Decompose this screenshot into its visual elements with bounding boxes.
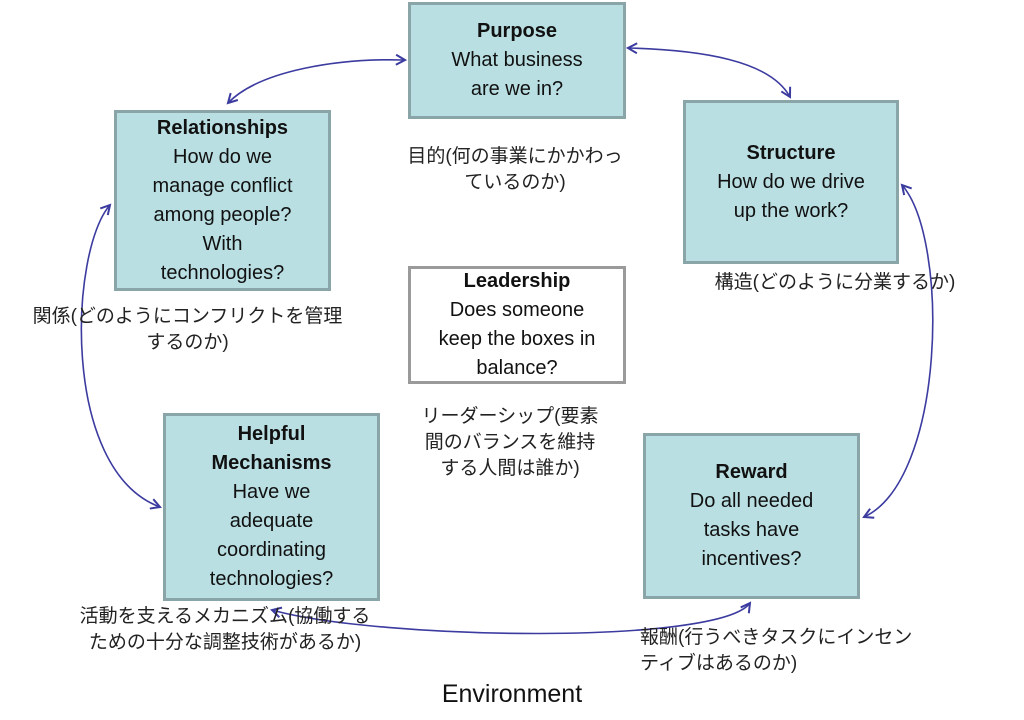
- structure-box: Structure How do we drive up the work?: [683, 100, 899, 264]
- leadership-box: Leadership Does someone keep the boxes i…: [408, 266, 626, 384]
- leadership-question: Does someone keep the boxes in balance?: [438, 299, 596, 379]
- arrow-purpose-relationships: [228, 60, 405, 103]
- reward-title: Reward: [715, 461, 788, 483]
- relationships-title: Relationships: [156, 116, 289, 139]
- reward-box: Reward Do all needed tasks have incentiv…: [643, 433, 860, 599]
- relationships-box: Relationships How do we manage conflict …: [114, 110, 331, 291]
- helpful-mechanisms-title: Helpful Mechanisms: [211, 423, 332, 474]
- structure-title: Structure: [746, 141, 836, 164]
- arrow-structure-reward: [864, 185, 934, 517]
- purpose-caption: 目的(何の事業にかかわっ ているのか): [407, 146, 623, 193]
- purpose-question: What business are we in?: [451, 49, 583, 100]
- structure-caption: 構造(どのように分業するか): [714, 272, 956, 293]
- relationships-caption: 関係(どのようにコンフリクトを管理 するのか): [32, 306, 343, 353]
- leadership-title: Leadership: [463, 270, 571, 292]
- relationships-question: How do we manage conflict among people? …: [152, 145, 293, 284]
- reward-question: Do all needed tasks have incentives?: [689, 490, 814, 570]
- structure-question: How do we drive up the work?: [717, 170, 865, 222]
- purpose-box: Purpose What business are we in?: [408, 2, 626, 119]
- arrow-reward-helpful: [272, 603, 750, 635]
- arrow-purpose-structure: [628, 48, 790, 97]
- helpful-mechanisms-box: Helpful Mechanisms Have we adequate coor…: [163, 413, 380, 601]
- environment-label: Environment: [441, 680, 583, 708]
- reward-caption: 報酬(行うべきタスクにインセン ティブはあるのか): [640, 627, 913, 674]
- purpose-title: Purpose: [476, 20, 558, 42]
- helpful-mechanisms-caption: 活動を支えるメカニズム(協働する ための十分な調整技術があるか): [79, 606, 371, 653]
- leadership-caption: リーダーシップ(要素 間のバランスを維持 する人間は誰か): [421, 406, 599, 479]
- arrow-helpful-relationships: [80, 205, 160, 507]
- helpful-mechanisms-question: Have we adequate coordinating technologi…: [209, 481, 334, 590]
